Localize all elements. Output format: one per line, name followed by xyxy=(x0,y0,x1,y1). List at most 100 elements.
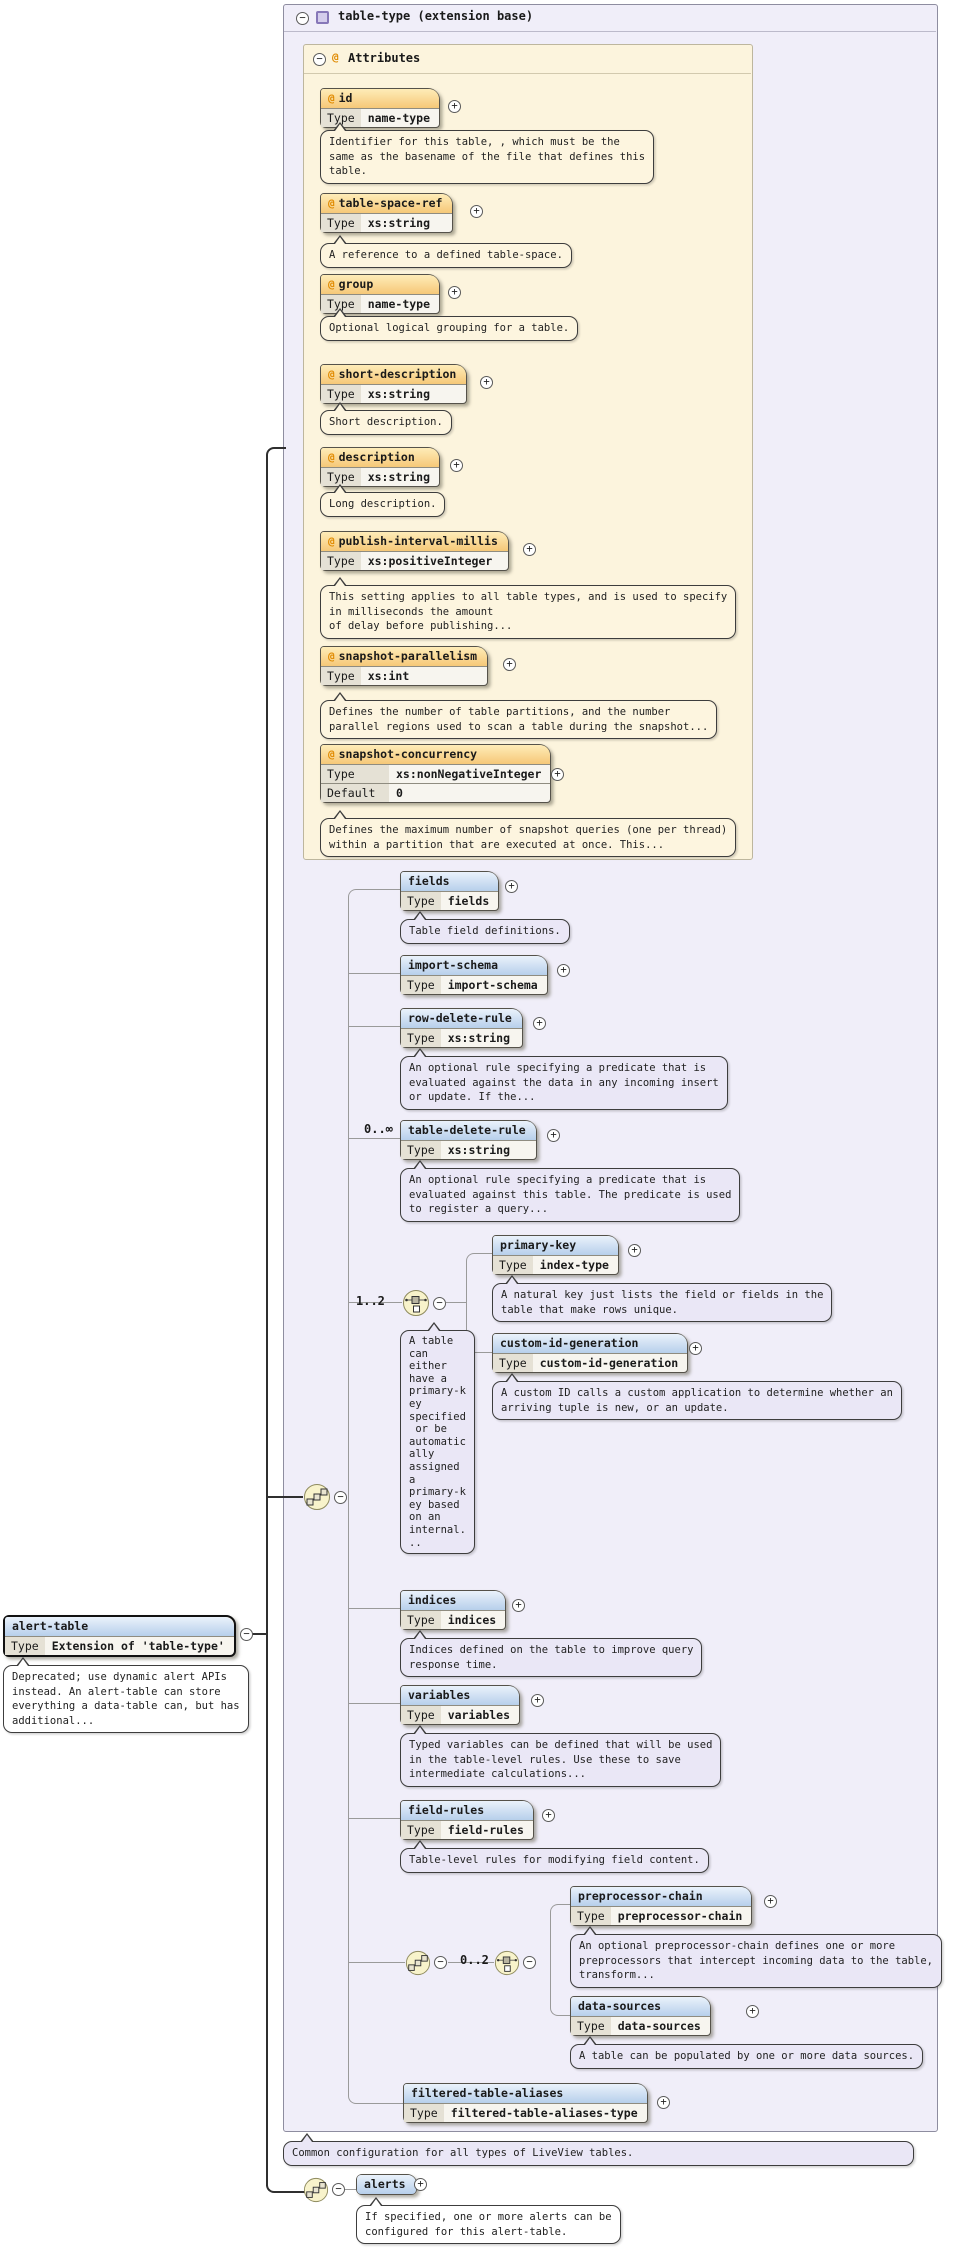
annotation-snapshot-parallelism: Defines the number of table partitions, … xyxy=(320,692,718,739)
expand-icon[interactable]: + xyxy=(512,1599,525,1612)
expand-icon[interactable]: + xyxy=(547,1129,560,1142)
expand-icon[interactable]: + xyxy=(542,1809,555,1822)
at-icon: @ xyxy=(328,451,335,464)
attribute-header: @short-description xyxy=(321,365,467,384)
expand-icon[interactable]: + xyxy=(557,964,570,977)
annotation-id: Identifier for this table, , which must … xyxy=(320,122,655,184)
type-label: Type xyxy=(321,109,361,127)
expand-icon[interactable]: + xyxy=(503,658,516,671)
type-label: Type xyxy=(321,552,361,570)
occurrence-label: 0..∞ xyxy=(364,1122,393,1136)
type-value: xs:int xyxy=(367,669,410,683)
type-label: Type xyxy=(493,1354,533,1372)
expand-icon[interactable]: + xyxy=(414,2178,427,2191)
annotation-alert-table: Deprecated; use dynamic alert APIs inste… xyxy=(3,1657,249,1733)
connector-line xyxy=(550,1904,571,1964)
expand-icon[interactable]: + xyxy=(480,376,493,389)
attribute-header: @snapshot-concurrency xyxy=(321,745,551,764)
type-label: Type xyxy=(321,385,361,403)
choice-icon[interactable] xyxy=(402,1289,430,1321)
expand-icon[interactable]: + xyxy=(531,1694,544,1707)
type-value: fields xyxy=(447,894,490,908)
type-value: xs:string xyxy=(367,470,431,484)
expand-icon[interactable]: + xyxy=(628,1244,641,1257)
collapse-icon[interactable]: − xyxy=(523,1956,536,1969)
expand-icon[interactable]: + xyxy=(689,1342,702,1355)
type-row: Type xs:string xyxy=(401,1028,522,1047)
expand-icon[interactable]: + xyxy=(450,459,463,472)
extension-connector xyxy=(266,447,286,2186)
element-box-alerts[interactable]: alerts xyxy=(356,2174,417,2195)
type-value: xs:string xyxy=(447,1031,511,1045)
connector-line xyxy=(349,1818,400,1819)
at-icon: @ xyxy=(328,368,335,381)
sequence-icon[interactable] xyxy=(405,1950,431,1980)
type-label: Type xyxy=(5,1637,45,1655)
collapse-icon[interactable]: − xyxy=(433,1297,446,1310)
collapse-icon[interactable]: − xyxy=(296,12,309,25)
annotation-custom-id-generation: A custom ID calls a custom application t… xyxy=(492,1373,902,1420)
element-name: alerts xyxy=(357,2175,416,2194)
expand-icon[interactable]: + xyxy=(746,2005,759,2018)
occurrence-label: 0..2 xyxy=(460,1953,489,1967)
collapse-icon[interactable]: − xyxy=(332,2183,345,2196)
sequence-icon[interactable] xyxy=(303,2177,329,2207)
attribute-name: snapshot-concurrency xyxy=(338,747,478,761)
choice-icon[interactable] xyxy=(494,1950,520,1980)
extension-connector xyxy=(266,2182,306,2193)
type-label: Type xyxy=(321,468,361,486)
expand-icon[interactable]: + xyxy=(657,2096,670,2109)
collapse-icon[interactable]: − xyxy=(240,1628,253,1641)
expand-icon[interactable]: + xyxy=(764,1895,777,1908)
collapse-icon[interactable]: − xyxy=(434,1956,447,1969)
expand-icon[interactable]: + xyxy=(505,880,518,893)
expand-icon[interactable]: + xyxy=(551,768,564,781)
expand-icon[interactable]: + xyxy=(533,1017,546,1030)
annotation-indices: Indices defined on the table to improve … xyxy=(400,1630,703,1677)
sequence-icon[interactable] xyxy=(303,1483,331,1515)
expand-icon[interactable]: + xyxy=(448,100,461,113)
attribute-header: @snapshot-parallelism xyxy=(321,647,488,666)
annotation-alerts: If specified, one or more alerts can be … xyxy=(356,2197,621,2244)
at-icon: @ xyxy=(332,51,339,64)
collapse-icon[interactable]: − xyxy=(313,53,326,66)
attribute-header: @publish-interval-millis xyxy=(321,532,508,551)
expand-icon[interactable]: + xyxy=(523,543,536,556)
collapse-icon[interactable]: − xyxy=(334,1491,347,1504)
element-name: data-sources xyxy=(571,1997,710,2016)
expand-icon[interactable]: + xyxy=(448,286,461,299)
element-name: field-rules xyxy=(401,1801,533,1820)
type-label: Type xyxy=(493,1256,533,1274)
attribute-name: id xyxy=(338,91,353,105)
type-label: Type xyxy=(401,1029,441,1047)
type-label: Type xyxy=(401,892,441,910)
expand-icon[interactable]: + xyxy=(470,205,483,218)
type-label: Type xyxy=(401,1821,441,1839)
annotation-field-rules: Table-level rules for modifying field co… xyxy=(400,1840,709,1873)
